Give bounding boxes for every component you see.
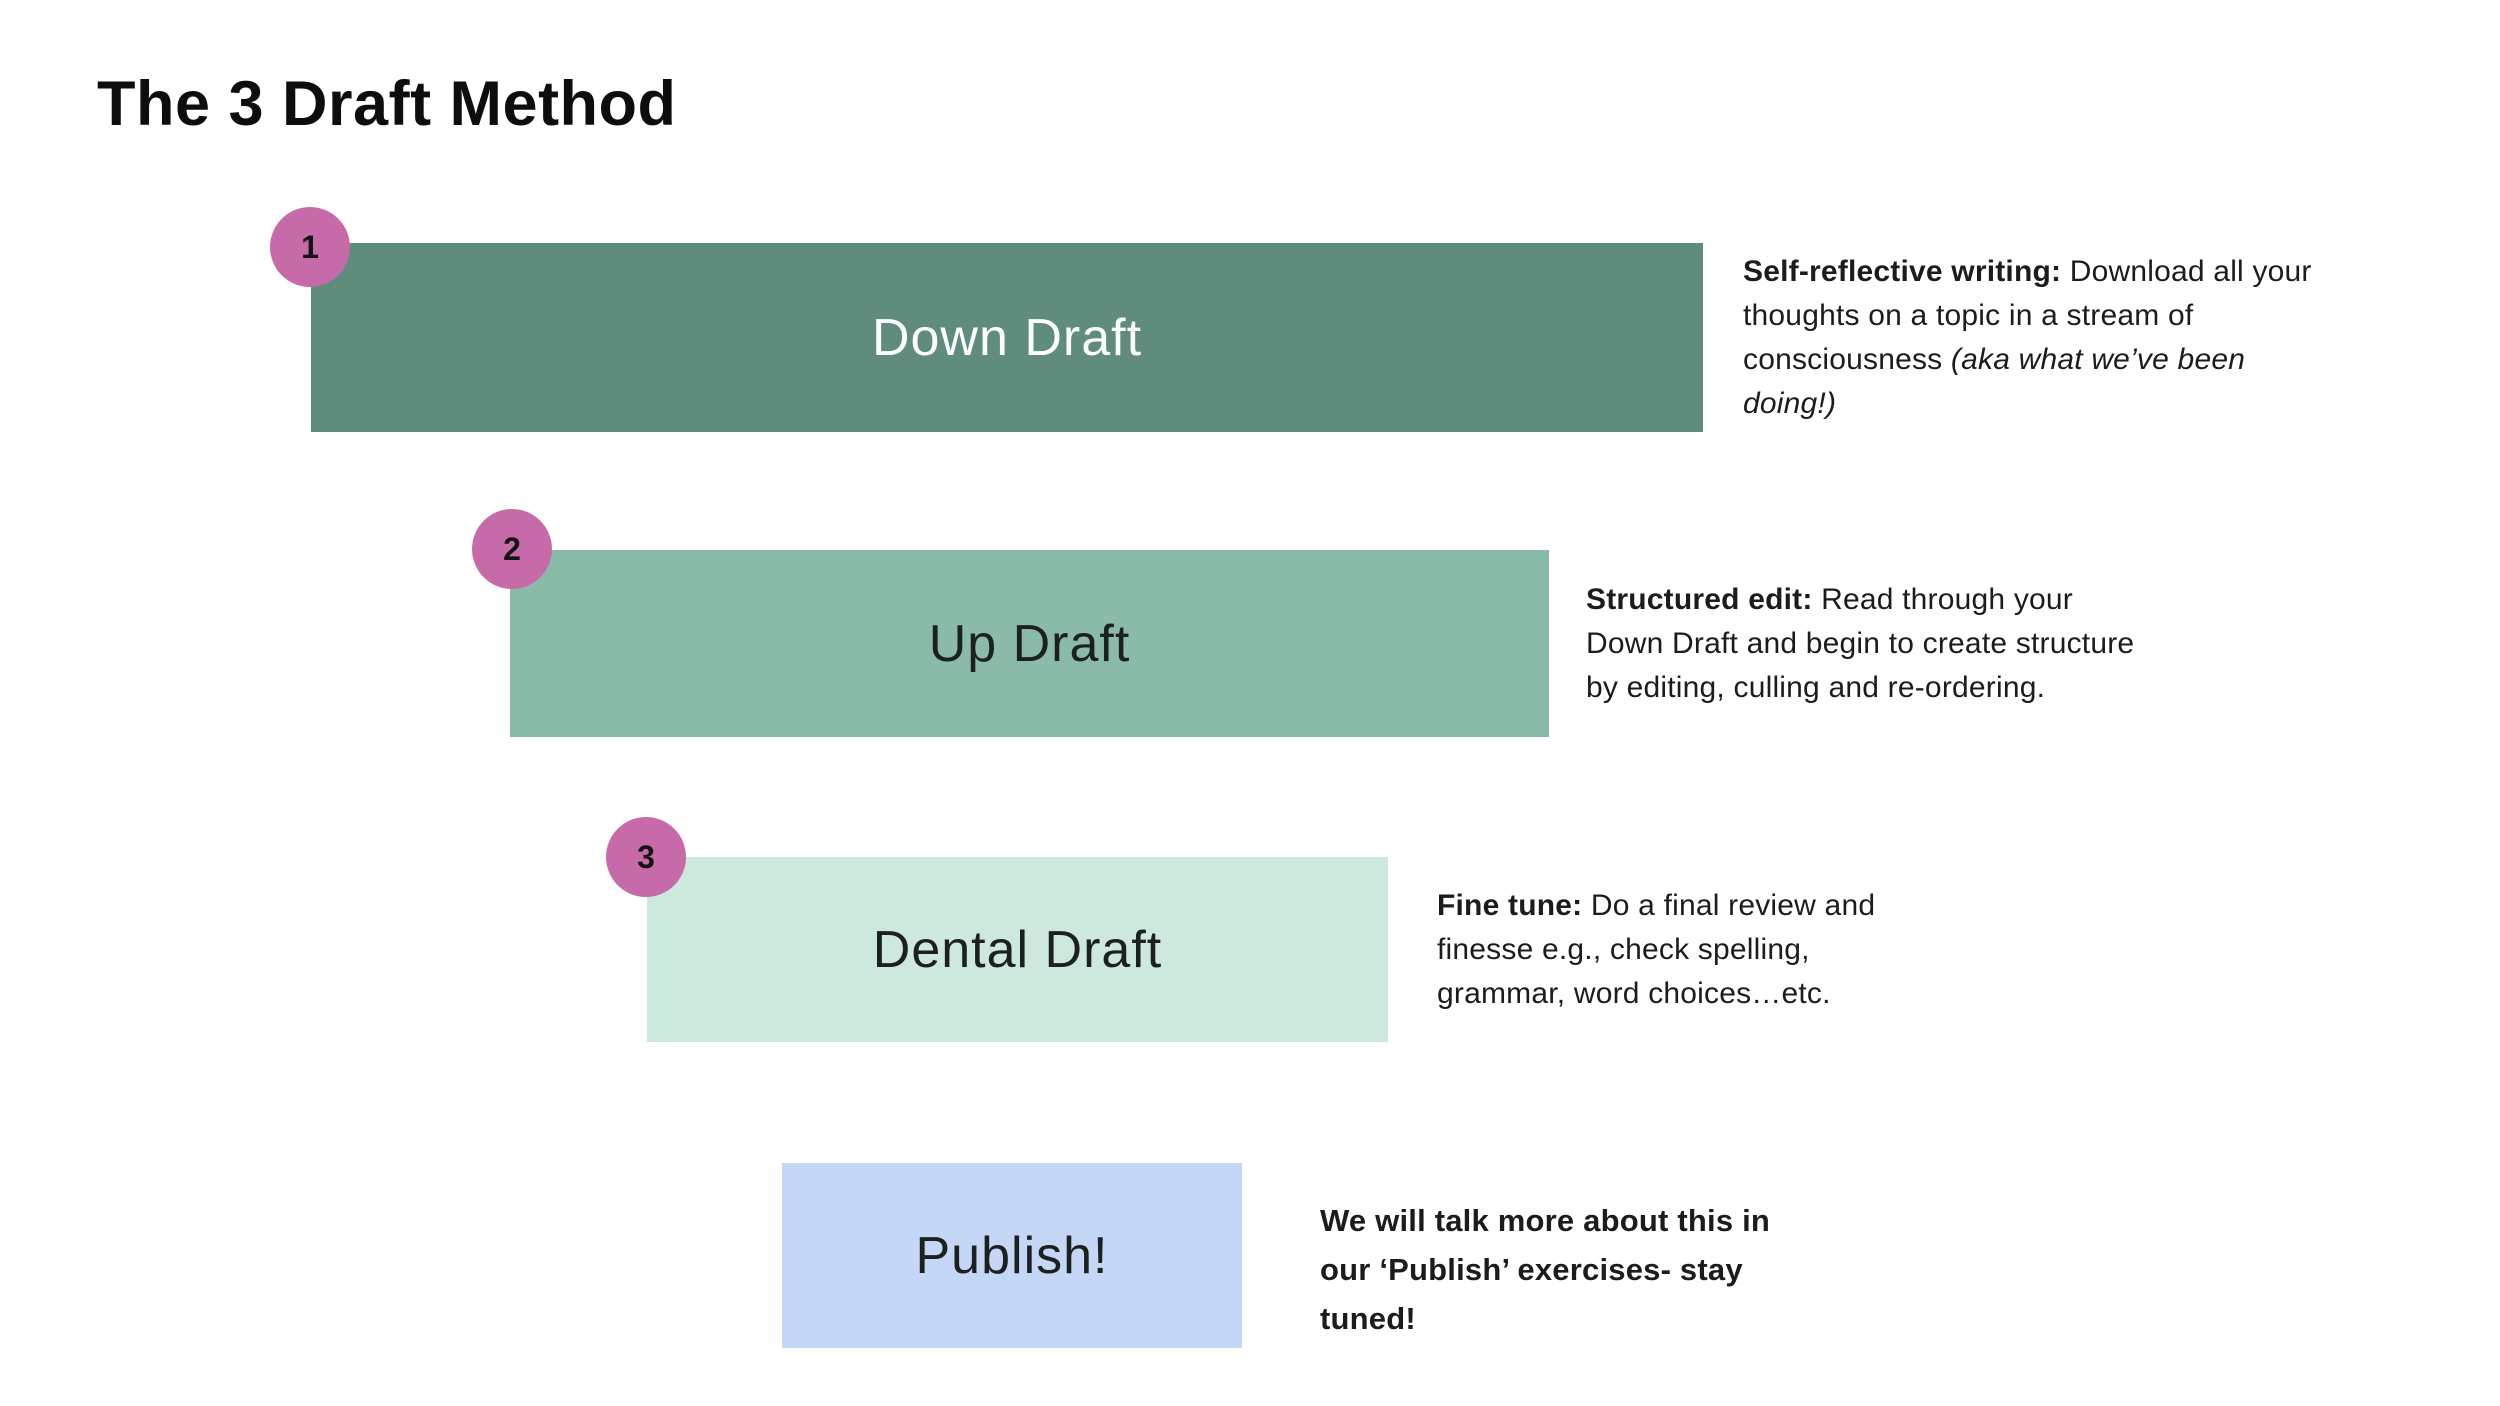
publish-description: We will talk more about this in our ‘Publ… xyxy=(1320,1196,1770,1343)
down-draft-bar: Down Draft xyxy=(311,243,1703,432)
dental-draft-bar: Dental Draft xyxy=(647,857,1388,1042)
dental-draft-label: Dental Draft xyxy=(872,920,1163,979)
page-title: The 3 Draft Method xyxy=(97,69,677,139)
dental-draft-description: Fine tune: Do a final review and finesse … xyxy=(1437,884,1875,1016)
up-draft-bar: Up Draft xyxy=(510,550,1549,737)
step-1-number: 1 xyxy=(301,228,319,265)
down-draft-label: Down Draft xyxy=(871,308,1143,367)
text-line: Structured edit: Read through your xyxy=(1586,583,2073,616)
text-line: finesse e.g., check spelling, xyxy=(1437,933,1810,966)
text-line: doing!) xyxy=(1743,387,1837,420)
publish-label: Publish! xyxy=(915,1226,1109,1285)
text-line: thoughts on a topic in a stream of xyxy=(1743,299,2194,332)
up-draft-label: Up Draft xyxy=(928,614,1131,673)
down-draft-description: Self-reflective writing: Download all yo… xyxy=(1743,250,2312,426)
step-2-badge: 2 xyxy=(472,509,552,589)
step-3-number: 3 xyxy=(637,838,655,875)
text-line: consciousness (aka what we’ve been xyxy=(1743,343,2246,376)
text-line: Self-reflective writing: Download all yo… xyxy=(1743,255,2312,288)
text-line: our ‘Publish’ exercises- stay xyxy=(1320,1252,1743,1287)
step-2-number: 2 xyxy=(503,530,521,567)
step-1-badge: 1 xyxy=(270,207,350,287)
step-3-badge: 3 xyxy=(606,817,686,897)
text-line: We will talk more about this in xyxy=(1320,1203,1771,1238)
publish-bar: Publish! xyxy=(782,1163,1242,1348)
text-line: Down Draft and begin to create structure xyxy=(1586,627,2135,660)
text-line: grammar, word choices…etc. xyxy=(1437,977,1831,1010)
text-line: tuned! xyxy=(1320,1301,1416,1336)
text-line: Fine tune: Do a final review and xyxy=(1437,889,1876,922)
text-line: by editing, culling and re-ordering. xyxy=(1586,671,2046,704)
